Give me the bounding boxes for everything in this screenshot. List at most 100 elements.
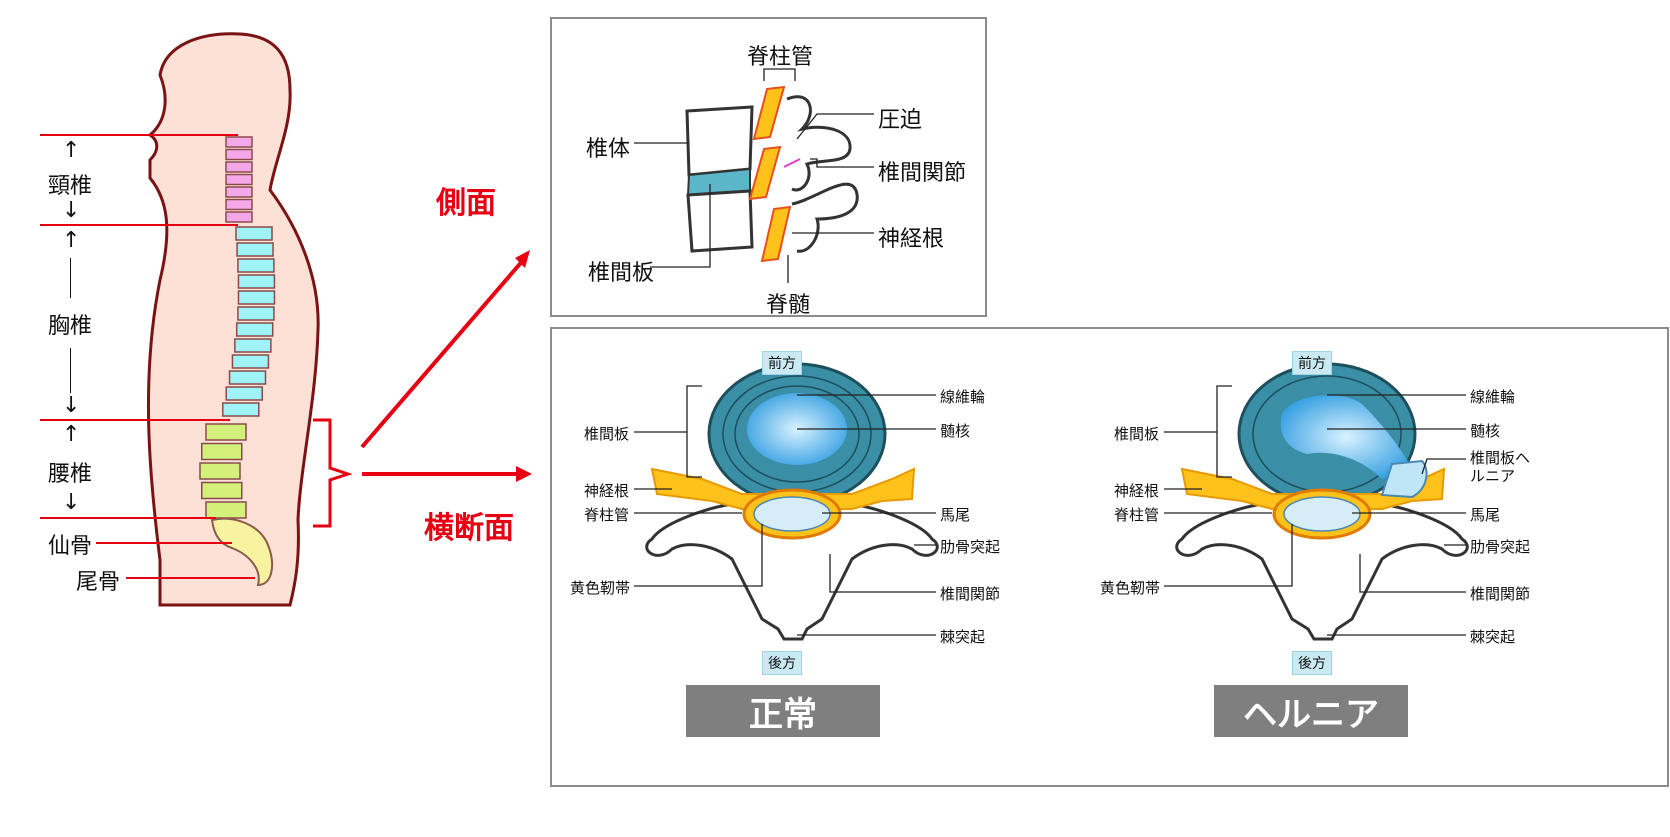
cross-view-label: 横断面 <box>424 511 514 546</box>
normal-nucleus-label: 髄核 <box>940 422 971 440</box>
thoracic-arrow-down: ↓ <box>62 393 81 418</box>
vertebra-upper <box>685 105 754 177</box>
coccyx-label: 尾骨 <box>76 570 121 595</box>
vertebra-segment <box>235 322 274 337</box>
vertebra-segment <box>225 211 253 223</box>
hernia-back-tag: 後方 <box>1292 651 1332 675</box>
hernia-annulus-label: 線維輪 <box>1470 388 1516 406</box>
cord-middle <box>748 145 782 201</box>
hernia-leader-lines <box>1164 385 1466 636</box>
vertebra-segment <box>231 354 270 369</box>
vertebra-lower <box>686 189 754 253</box>
cervical-arrow-up: ↑ <box>62 138 81 163</box>
vertebra-segment <box>235 226 273 241</box>
disc-label: 椎間板 <box>588 261 655 286</box>
vertebra-segment <box>225 161 253 173</box>
posterior-element-lower <box>791 182 859 253</box>
vertebra-segment <box>225 136 253 148</box>
vertebra-segment <box>225 198 253 211</box>
normal-nerve-root-label: 神経根 <box>584 482 630 500</box>
vertebra-segment <box>237 258 275 273</box>
hernia-cauda <box>1283 496 1361 532</box>
cervical-label: 頸椎 <box>48 174 93 199</box>
normal-title-box: 正常 <box>686 685 880 737</box>
cervical-arrow-down: ↓ <box>62 198 81 223</box>
hernia-disc-label: 椎間板 <box>1114 425 1160 443</box>
normal-front-tag: 前方 <box>762 351 802 375</box>
normal-canal-label: 脊柱管 <box>584 506 630 524</box>
body-silhouette <box>40 32 532 607</box>
arrow-to-side <box>360 256 527 449</box>
hernia-title-box: ヘルニア <box>1214 685 1408 737</box>
normal-diagram <box>645 362 939 641</box>
hernia-rib-label: 肋骨突起 <box>1470 538 1531 556</box>
hernia-nerve-root-label: 神経根 <box>1114 482 1160 500</box>
normal-cauda <box>753 496 831 532</box>
vertebra-segment <box>225 173 253 186</box>
lumbar-arrow-down: ↓ <box>62 490 81 515</box>
posterior-element-upper <box>786 95 852 192</box>
normal-nerve-roots <box>650 467 916 510</box>
normal-ligament-label: 黄色靭帯 <box>570 579 631 597</box>
herniation-label: 椎間板ヘルニア <box>1470 449 1531 485</box>
hernia-ligament-label: 黄色靭帯 <box>1100 579 1161 597</box>
side-view-illustration <box>634 68 874 283</box>
vertebra-segment <box>225 186 253 198</box>
vertebra-segment <box>205 501 247 519</box>
compression-label: 圧迫 <box>878 108 923 133</box>
thoracic-line-top <box>70 258 71 298</box>
thoracic-label: 胸椎 <box>48 314 93 339</box>
normal-cauda-label: 馬尾 <box>940 506 971 524</box>
normal-back-tag: 後方 <box>762 651 802 675</box>
hernia-spinous-label: 棘突起 <box>1470 628 1516 646</box>
hernia-nucleus <box>1280 395 1412 479</box>
arrow-head-side <box>515 250 530 268</box>
sacrum-label: 仙骨 <box>48 534 93 559</box>
vertebra-segment <box>205 423 247 441</box>
vertebra-segment <box>225 148 253 161</box>
vertebral-body-label: 椎体 <box>586 137 631 162</box>
lumbar-label: 腰椎 <box>48 462 93 487</box>
hernia-front-tag: 前方 <box>1292 351 1332 375</box>
hernia-facet-label: 椎間関節 <box>1470 585 1531 603</box>
normal-disc-label: 椎間板 <box>584 425 630 443</box>
side-leader-lines <box>634 68 874 283</box>
normal-rib-label: 肋骨突起 <box>940 538 1001 556</box>
arrow-head-cross <box>516 466 532 482</box>
body-diagram: ↑ 頸椎 ↓ ↑ 胸椎 ↓ ↑ 腰椎 ↓ 仙骨 尾骨 <box>0 0 540 837</box>
lumbar-arrow-up: ↑ <box>62 422 81 447</box>
level-lines <box>40 134 255 579</box>
hernia-canal-label: 脊柱管 <box>1114 506 1160 524</box>
herniated-disc <box>1380 459 1428 499</box>
thoracic-arrow-up: ↑ <box>62 228 81 253</box>
hernia-diagram <box>1175 362 1469 641</box>
lumbar-brace <box>313 418 353 528</box>
vertebra-segment <box>228 370 267 385</box>
side-view-panel: 脊柱管 圧迫 椎体 椎間関節 神経根 椎間板 脊髄 <box>550 17 987 318</box>
vertebra-segment <box>234 338 272 353</box>
vertebra-segment <box>236 242 274 257</box>
vertebra-segment <box>237 306 275 321</box>
normal-spinous-label: 棘突起 <box>940 628 986 646</box>
vertebra-segment <box>201 442 243 461</box>
side-view-label: 側面 <box>436 186 496 221</box>
hernia-cauda-label: 馬尾 <box>1470 506 1501 524</box>
normal-facet-label: 椎間関節 <box>940 585 1001 603</box>
normal-leader-lines <box>634 385 936 636</box>
spinal-canal-label: 脊柱管 <box>747 45 814 70</box>
cord-lower <box>760 205 792 263</box>
thoracic-line-bottom <box>70 348 71 393</box>
facet-joint-label: 椎間関節 <box>878 161 967 186</box>
normal-annulus-label: 線維輪 <box>940 388 986 406</box>
hernia-nucleus-label: 髄核 <box>1470 422 1501 440</box>
vertebra-segment <box>225 386 264 401</box>
nerve-root-label: 神経根 <box>878 227 945 252</box>
vertebra-segment <box>222 402 260 417</box>
vertebra-segment <box>237 274 276 289</box>
spinal-cord-label: 脊髄 <box>766 293 811 318</box>
compression-arrow <box>783 158 801 168</box>
hernia-nerve-roots <box>1180 467 1446 510</box>
vertebrae-group <box>199 136 276 519</box>
vertebra-segment <box>201 481 243 500</box>
cord-upper <box>752 85 786 141</box>
